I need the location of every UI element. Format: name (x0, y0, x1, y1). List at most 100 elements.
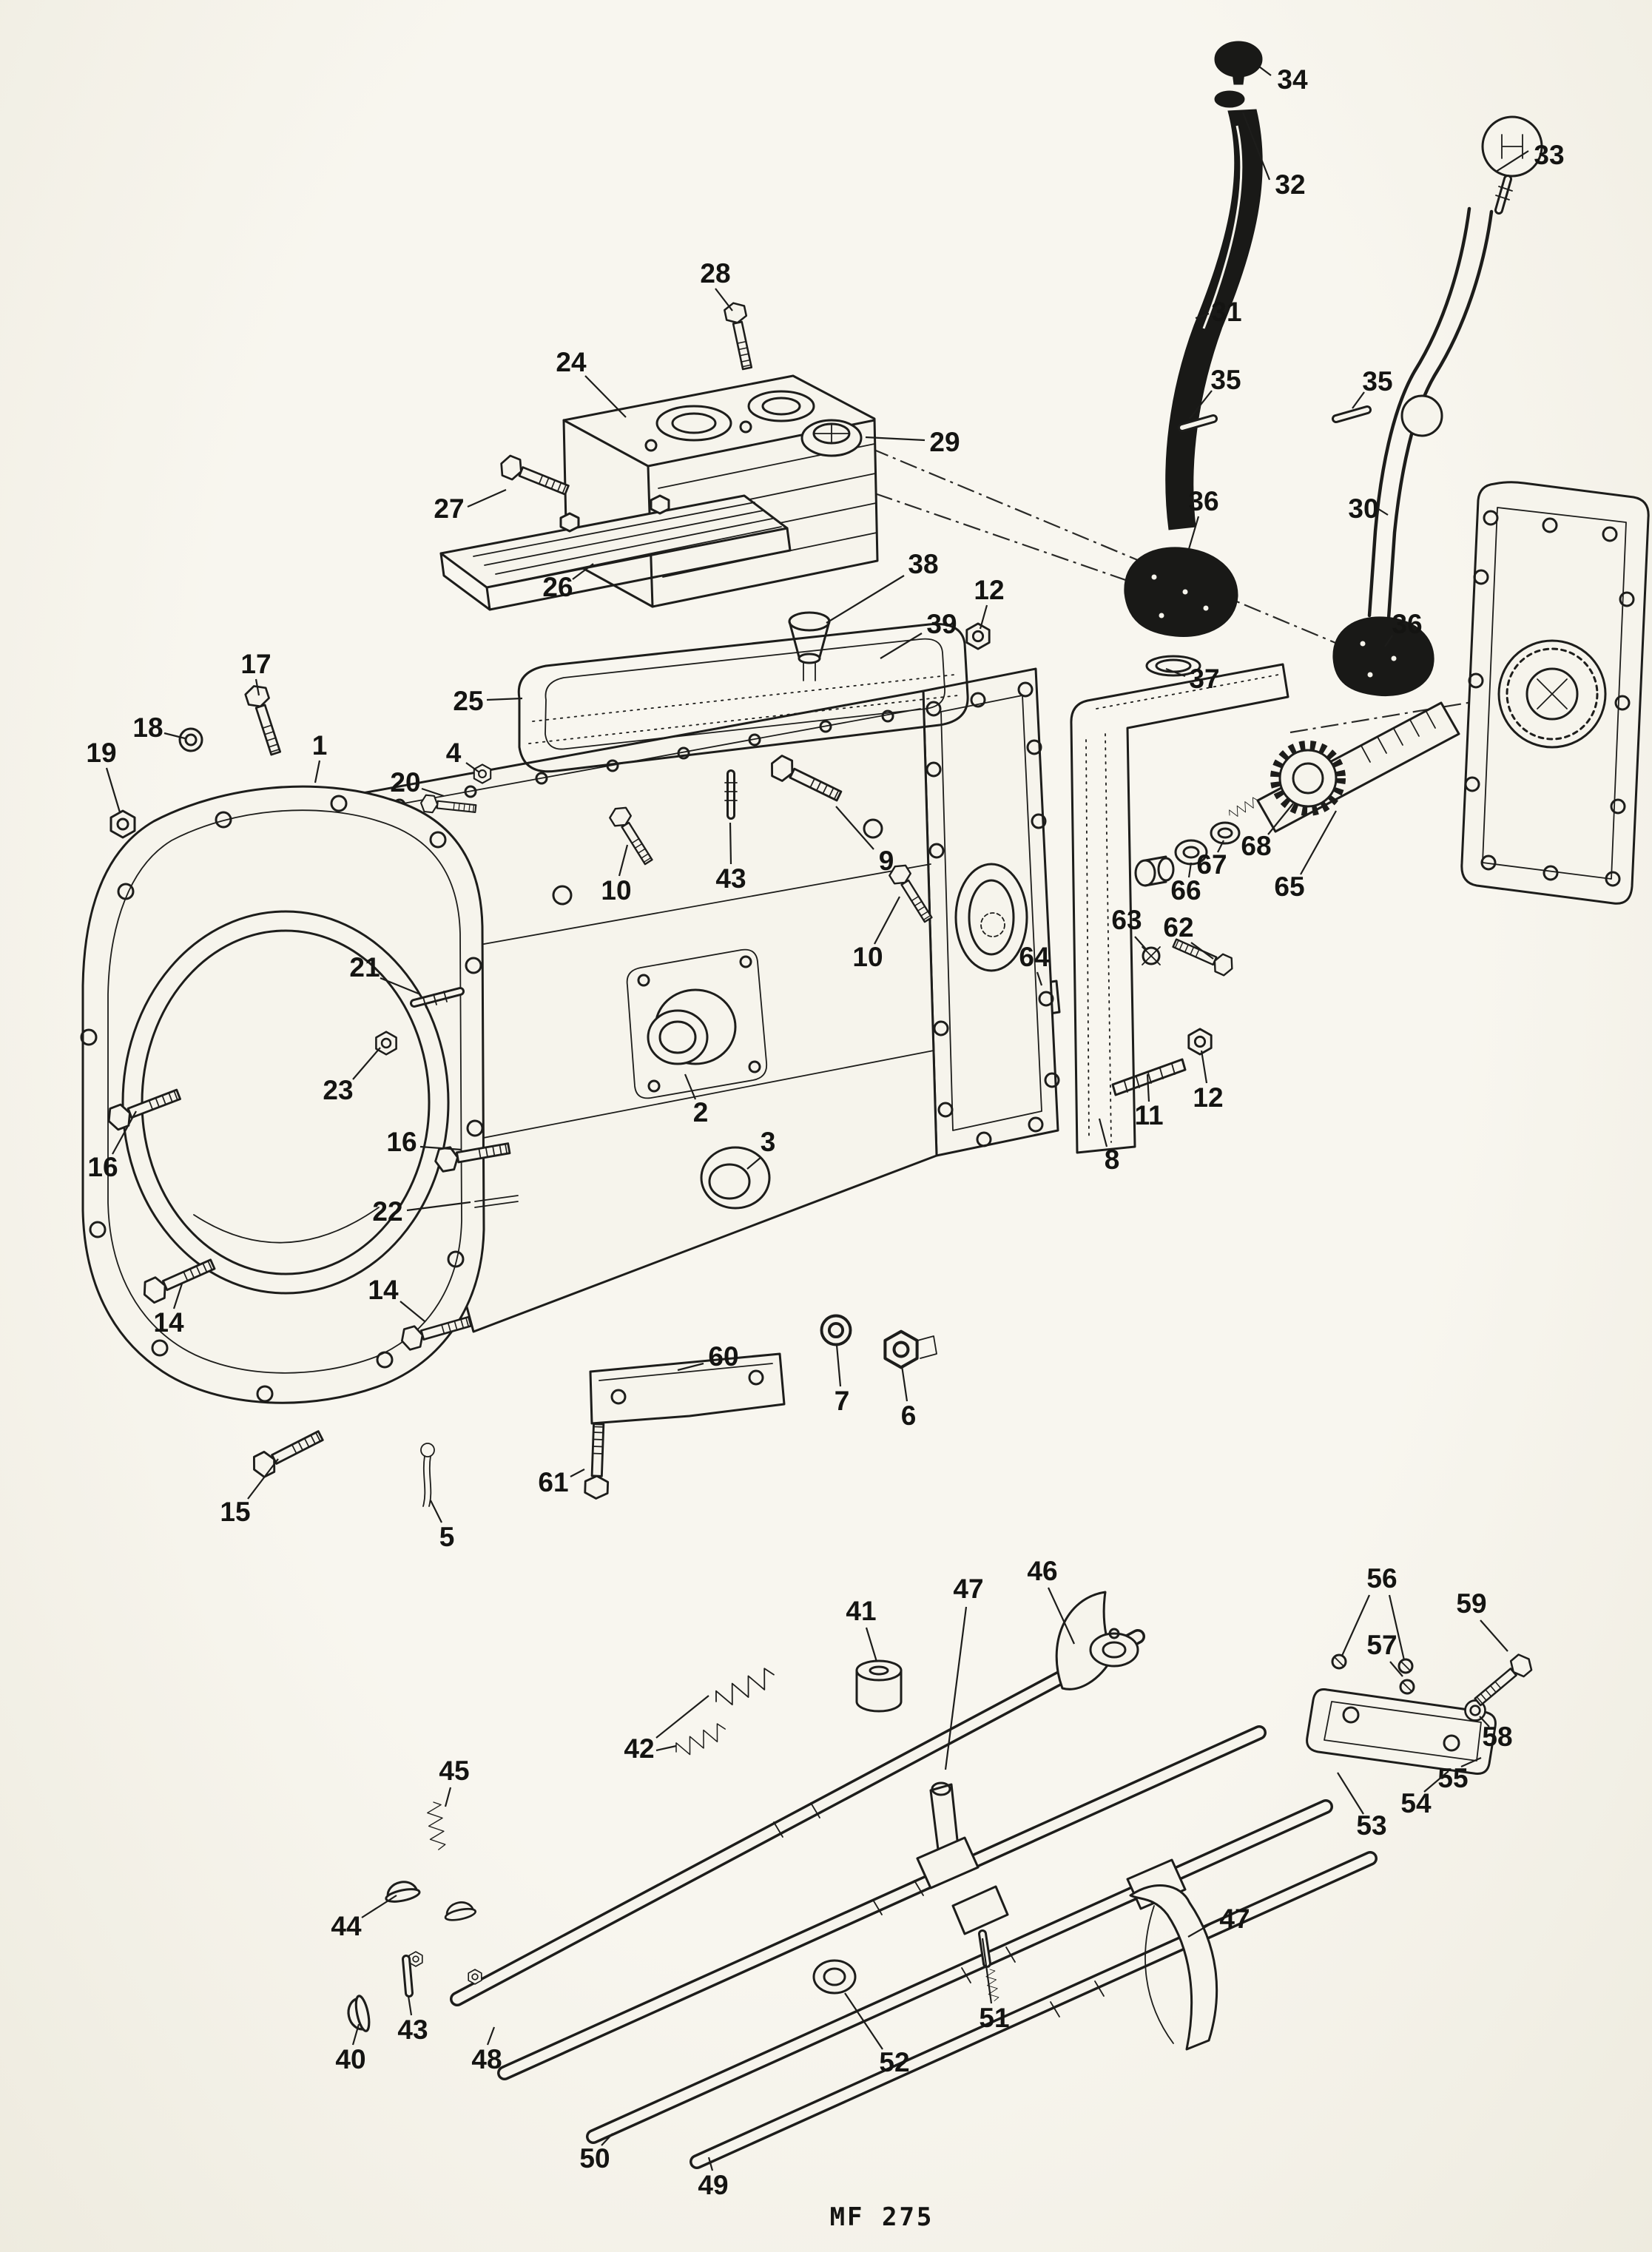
detent-spring-1 (711, 1665, 779, 1711)
cover-gasket (517, 623, 969, 773)
part-number-61: 61 (538, 1467, 568, 1497)
detent-spring-2 (672, 1721, 729, 1760)
part-number-31: 31 (1211, 297, 1241, 327)
lever-cap (1214, 90, 1245, 108)
leader-line-23 (352, 1047, 381, 1080)
leader-line-60 (677, 1362, 704, 1372)
leader-line-48 (486, 2026, 496, 2046)
side-bore-lower (700, 1146, 771, 1210)
leader-line-20 (421, 787, 445, 798)
range-gear-lever (1332, 115, 1543, 697)
leader-line-67 (1217, 840, 1224, 853)
part-number-3: 3 (761, 1127, 776, 1157)
leader-line-10 (618, 844, 629, 877)
part-number-64: 64 (1019, 942, 1050, 972)
plate-screws (1331, 1653, 1415, 1695)
pin-43 (402, 1955, 414, 1998)
part-number-46: 46 (1027, 1556, 1057, 1586)
bolt-17 (243, 681, 287, 758)
leader-line-6 (900, 1365, 908, 1402)
part-number-50: 50 (579, 2143, 610, 2174)
leader-line-16 (419, 1145, 462, 1151)
leader-line-30 (1375, 507, 1389, 516)
part-number-36: 36 (1392, 609, 1422, 639)
part-number-16: 16 (87, 1152, 118, 1182)
leader-line-19 (105, 767, 121, 813)
leader-line-27 (467, 488, 507, 508)
part-number-4: 4 (446, 738, 462, 768)
cotter-pin (420, 1443, 435, 1507)
leader-line-35 (1352, 391, 1365, 409)
leader-line-26 (572, 563, 594, 580)
leader-line-11 (1146, 1073, 1150, 1102)
washer-18 (178, 727, 203, 752)
part-number-53: 53 (1356, 1810, 1386, 1841)
part-number-16: 16 (386, 1127, 417, 1157)
leader-line-24 (584, 375, 627, 418)
leader-line-31 (1195, 312, 1210, 320)
oil-funnel (788, 611, 831, 681)
part-number-32: 32 (1275, 169, 1305, 200)
leader-line-40 (351, 2023, 360, 2046)
shift-cover-assembly (562, 374, 879, 608)
part-number-9: 9 (879, 846, 894, 876)
part-number-17: 17 (240, 649, 271, 679)
leader-line-41 (865, 1627, 878, 1662)
part-number-68: 68 (1241, 831, 1271, 861)
figure-code: MF 275 (830, 2202, 934, 2232)
part-number-41: 41 (846, 1596, 876, 1626)
main-gear-lever (1124, 41, 1263, 677)
part-number-66: 66 (1170, 875, 1201, 906)
leader-line-39 (880, 633, 923, 659)
stud-bolt (1111, 1058, 1187, 1096)
part-number-43: 43 (397, 2015, 428, 2045)
shift-fork-top (1055, 1591, 1139, 1690)
part-number-42: 42 (624, 1733, 654, 1764)
leader-line-64 (1036, 971, 1043, 986)
part-number-56: 56 (1366, 1563, 1397, 1594)
part-number-36: 36 (1188, 486, 1218, 516)
leader-line-22 (406, 1201, 471, 1212)
part-number-44: 44 (331, 1911, 362, 1941)
leader-line-53 (1337, 1772, 1364, 1815)
part-number-22: 22 (372, 1196, 402, 1227)
part-number-8: 8 (1105, 1144, 1120, 1175)
leader-line-14 (399, 1301, 425, 1322)
bolt-27 (496, 452, 572, 502)
thrust-washer (1210, 821, 1241, 845)
leader-line-65 (1300, 810, 1337, 875)
dowel-stud (410, 987, 465, 1008)
part-number-6: 6 (901, 1400, 917, 1431)
bolt-15 (248, 1424, 327, 1481)
part-number-35: 35 (1362, 366, 1392, 397)
part-number-23: 23 (323, 1075, 353, 1105)
part-number-52: 52 (879, 2047, 909, 2077)
leader-line-16 (112, 1110, 137, 1155)
leader-line-63 (1134, 936, 1147, 951)
part-number-28: 28 (700, 258, 730, 289)
part-number-27: 27 (434, 493, 464, 524)
drive-gear (1270, 741, 1346, 816)
leader-line-15 (247, 1458, 279, 1500)
fork-lock-plate (1306, 1653, 1497, 1775)
leader-line-12 (979, 604, 988, 630)
selector-arm (916, 1781, 980, 1889)
leader-line-12 (1200, 1050, 1208, 1084)
rear-gasket (1070, 663, 1289, 1154)
nut-12-lower (1187, 1028, 1213, 1056)
washer-7 (820, 1314, 852, 1346)
leader-line-1 (314, 760, 321, 783)
side-bore-upper (637, 955, 761, 1093)
detent-nut-b (468, 1969, 482, 1985)
part-number-37: 37 (1189, 664, 1219, 694)
part-number-5: 5 (439, 1522, 455, 1552)
part-number-20: 20 (390, 767, 420, 798)
leader-line-66 (1187, 862, 1193, 878)
part-number-12: 12 (1193, 1082, 1223, 1113)
leader-line-45 (444, 1787, 452, 1807)
part-number-47: 47 (1219, 1904, 1250, 1934)
bottom-bracket (589, 1352, 786, 1425)
leader-line-35 (1189, 390, 1213, 419)
